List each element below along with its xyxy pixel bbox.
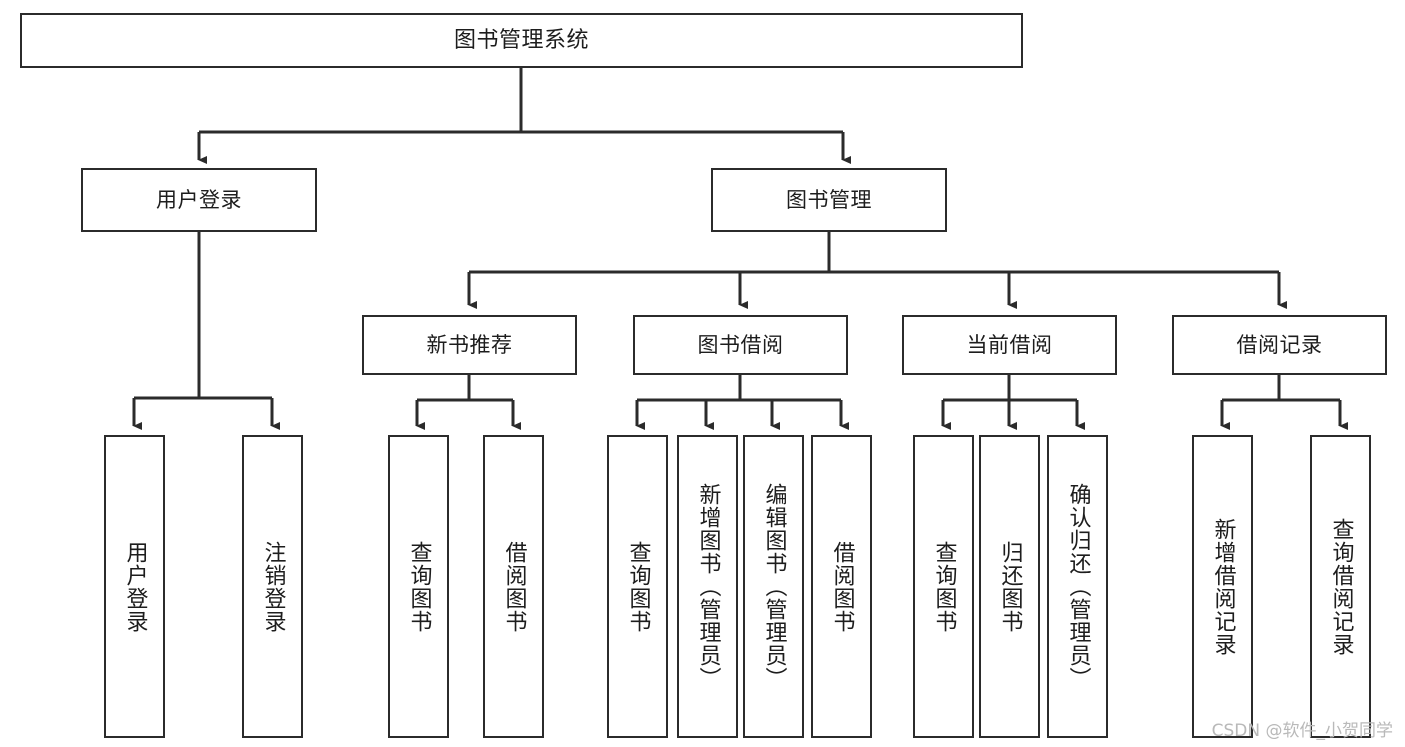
leaf-book-borrow-add-book-admin[interactable]: 新增图书（管理员） [677, 435, 738, 738]
node-label: 借阅图书 [829, 540, 855, 633]
leaf-current-borrow-query-book[interactable]: 查询图书 [913, 435, 974, 738]
leaf-new-book-borrow-book[interactable]: 借阅图书 [483, 435, 544, 738]
node-label: 查询借阅记录 [1328, 517, 1354, 656]
leaf-book-borrow-borrow-book[interactable]: 借阅图书 [811, 435, 872, 738]
node-label: 归还图书 [997, 540, 1023, 633]
node-label: 新增图书（管理员） [695, 483, 721, 690]
node-label: 查询图书 [625, 540, 651, 633]
node-label: 当前借阅 [966, 332, 1053, 357]
node-new-book-recommend[interactable]: 新书推荐 [362, 315, 577, 375]
leaf-current-borrow-return-book[interactable]: 归还图书 [979, 435, 1040, 738]
node-label: 图书借阅 [697, 332, 784, 357]
node-label: 确认归还（管理员） [1065, 483, 1091, 690]
csdn-watermark: CSDN @软件_小贺同学 [1211, 721, 1393, 741]
node-current-borrow[interactable]: 当前借阅 [902, 315, 1117, 375]
leaf-current-borrow-confirm-return-admin[interactable]: 确认归还（管理员） [1047, 435, 1108, 738]
node-book-management[interactable]: 图书管理 [711, 168, 947, 232]
node-user-login[interactable]: 用户登录 [81, 168, 317, 232]
node-label: 图书管理系统 [453, 27, 589, 53]
leaf-new-book-query-book[interactable]: 查询图书 [388, 435, 449, 738]
node-label: 用户登录 [122, 540, 148, 633]
node-label: 编辑图书（管理员） [761, 483, 787, 690]
node-label: 借阅图书 [501, 540, 527, 633]
leaf-book-borrow-query-book[interactable]: 查询图书 [607, 435, 668, 738]
node-book-borrow[interactable]: 图书借阅 [633, 315, 848, 375]
leaf-user-login-logout[interactable]: 注销登录 [242, 435, 303, 738]
leaf-user-login-login[interactable]: 用户登录 [104, 435, 165, 738]
leaf-borrow-record-add-record[interactable]: 新增借阅记录 [1192, 435, 1253, 738]
node-borrow-record[interactable]: 借阅记录 [1172, 315, 1387, 375]
node-label: 用户登录 [156, 187, 242, 212]
node-label: 查询图书 [931, 540, 957, 633]
node-label: 注销登录 [260, 540, 286, 633]
node-root-book-management-system[interactable]: 图书管理系统 [20, 13, 1023, 68]
node-label: 查询图书 [406, 540, 432, 633]
leaf-borrow-record-query-record[interactable]: 查询借阅记录 [1310, 435, 1371, 738]
node-label: 新书推荐 [426, 332, 513, 357]
node-label: 图书管理 [786, 187, 872, 212]
node-label: 新增借阅记录 [1210, 517, 1236, 656]
node-label: 借阅记录 [1236, 332, 1323, 357]
leaf-book-borrow-edit-book-admin[interactable]: 编辑图书（管理员） [743, 435, 804, 738]
